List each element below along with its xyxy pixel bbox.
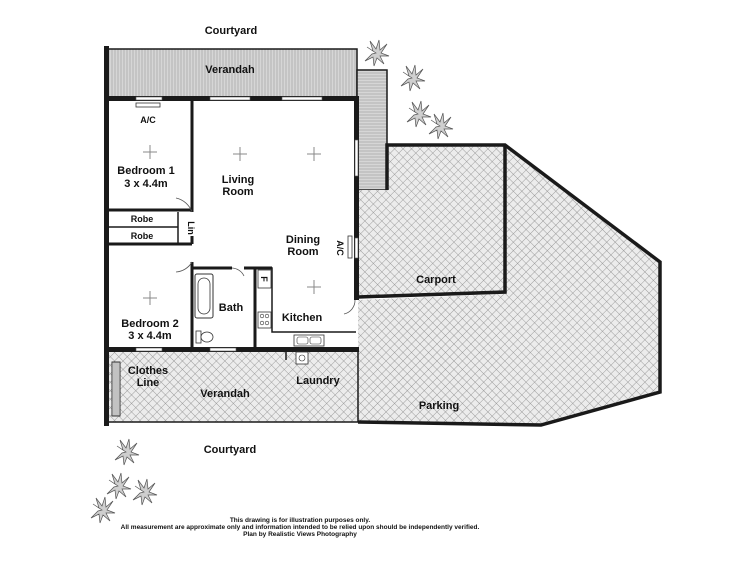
ceiling-light-icon <box>142 290 158 306</box>
fridge-icon <box>257 269 272 289</box>
toilet-icon <box>195 330 214 344</box>
disclaimer-line-2: All measurement are approximate only and… <box>121 524 480 531</box>
plant-icon <box>114 438 140 466</box>
bedroom1-size: 3 x 4.4m <box>124 178 168 190</box>
plant-icon <box>132 478 158 506</box>
verandah-top <box>106 48 358 98</box>
plant-icon <box>428 112 454 140</box>
plant-icon <box>106 472 132 500</box>
sink-icon <box>293 334 325 347</box>
bathtub-icon <box>194 273 214 319</box>
dining-label-2: Room <box>287 246 318 258</box>
laundry-tub-icon <box>295 351 309 365</box>
courtyard-top-label: Courtyard <box>205 25 258 37</box>
ac-top-label: A/C <box>140 115 156 125</box>
ceiling-light-icon <box>306 279 322 295</box>
lin-label: Lin <box>186 221 196 235</box>
robe2-label: Robe <box>131 231 154 241</box>
bath-label: Bath <box>219 302 244 314</box>
living-label-1: Living <box>222 174 254 186</box>
ceiling-light-icon <box>142 144 158 160</box>
kitchen-label: Kitchen <box>282 312 323 324</box>
parking-label: Parking <box>419 400 459 412</box>
verandah-bottom-label: Verandah <box>200 388 250 400</box>
ac-side-label: A/C <box>335 240 345 256</box>
bedroom1-name: Bedroom 1 <box>117 165 174 177</box>
disclaimer-line-1: This drawing is for illustration purpose… <box>230 517 371 524</box>
parking-area <box>358 145 660 425</box>
clothes-line-label-1: Clothes <box>128 365 168 377</box>
bedroom2-name: Bedroom 2 <box>121 318 178 330</box>
dining-label-1: Dining <box>286 234 320 246</box>
plant-icon <box>90 496 116 524</box>
plant-icon <box>406 100 432 128</box>
courtyard-bottom-label: Courtyard <box>204 444 257 456</box>
verandah-top-label: Verandah <box>205 64 255 76</box>
fridge-label: F <box>259 276 269 282</box>
stove-icon <box>257 311 272 329</box>
carport-label: Carport <box>416 274 456 286</box>
plant-icon <box>400 64 426 92</box>
plant-icon <box>364 39 390 67</box>
clothes-line-label-2: Line <box>137 377 160 389</box>
laundry-label: Laundry <box>296 375 340 387</box>
carport-area <box>358 145 505 297</box>
ceiling-light-icon <box>306 146 322 162</box>
living-label-2: Room <box>222 186 253 198</box>
verandah-side-deck <box>356 69 388 191</box>
ceiling-light-icon <box>232 146 248 162</box>
ac-unit-top <box>135 102 161 108</box>
robe1-label: Robe <box>131 214 154 224</box>
clothes-line-icon <box>111 361 121 417</box>
disclaimer-line-3: Plan by Realistic Views Photography <box>243 531 357 538</box>
bedroom2-size: 3 x 4.4m <box>128 330 172 342</box>
ac-unit-side <box>347 235 353 259</box>
